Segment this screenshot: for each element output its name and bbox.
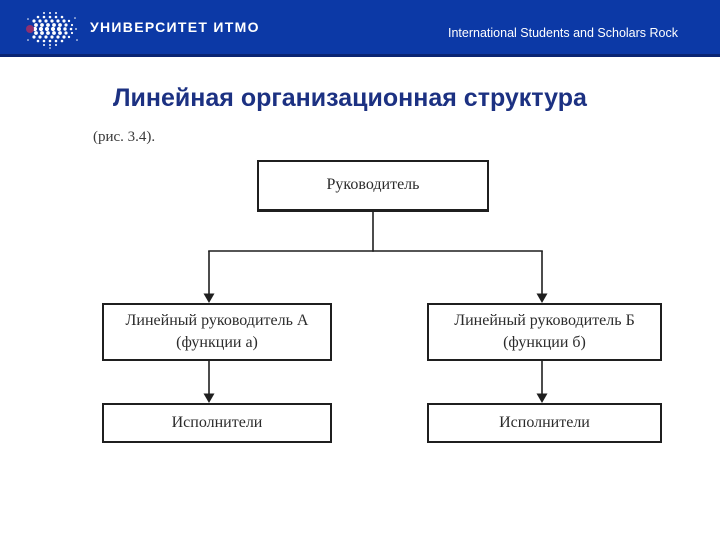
header-bar: УНИВЕРСИТЕТ ИТМО International Students … bbox=[0, 0, 720, 57]
arrowhead-to-executors-b bbox=[536, 393, 548, 403]
node-executors-b: Исполнители bbox=[427, 403, 662, 443]
arrowhead-to-manager-a bbox=[203, 293, 215, 303]
itmo-logo-icon bbox=[26, 12, 78, 49]
node-executors-a: Исполнители bbox=[102, 403, 332, 443]
node-label: Руководитель bbox=[326, 176, 420, 194]
figure-caption: (рис. 3.4). bbox=[93, 129, 156, 145]
node-label: Линейный руководитель А bbox=[125, 311, 309, 329]
arrowhead-to-executors-a bbox=[203, 393, 215, 403]
university-name: УНИВЕРСИТЕТ ИТМО bbox=[90, 19, 260, 35]
slide-title: Линейная организационная структура bbox=[113, 84, 587, 112]
arrowhead-to-manager-b bbox=[536, 293, 548, 303]
node-line-manager-a: Линейный руководитель А (функции а) bbox=[102, 303, 332, 361]
node-sublabel: (функции б) bbox=[503, 334, 586, 351]
node-sublabel: (функции а) bbox=[176, 334, 258, 351]
logo-accent-dot bbox=[26, 25, 34, 33]
header-subtitle: International Students and Scholars Rock bbox=[448, 26, 678, 40]
node-line-manager-b: Линейный руководитель Б (функции б) bbox=[427, 303, 662, 361]
node-label: Исполнители bbox=[171, 413, 263, 431]
node-root: Руководитель bbox=[257, 160, 489, 212]
node-label: Исполнители bbox=[499, 413, 590, 431]
node-label: Линейный руководитель Б bbox=[454, 311, 635, 329]
